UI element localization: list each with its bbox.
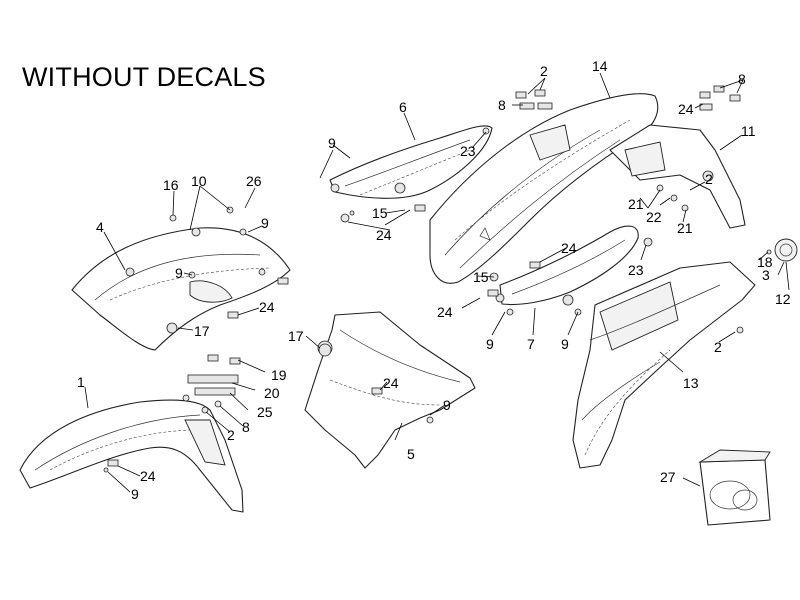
callout-24: 24 [259, 299, 275, 315]
callout-9: 9 [443, 397, 451, 413]
callout-24: 24 [678, 101, 694, 117]
part-6-side-panel [329, 125, 493, 199]
callout-4: 4 [96, 219, 104, 235]
part-11-mud-flap [609, 124, 746, 229]
part-1-front-fender [19, 399, 244, 513]
leader-lines [84, 72, 790, 493]
callout-2: 2 [540, 63, 548, 79]
callout-24: 24 [561, 240, 577, 256]
part-13-rear-fender [572, 261, 756, 469]
callout-25: 25 [257, 404, 273, 420]
callout-9: 9 [328, 135, 336, 151]
callout-16: 16 [163, 177, 179, 193]
callout-24: 24 [140, 468, 156, 484]
callout-8: 8 [242, 419, 250, 435]
callout-8: 8 [738, 71, 746, 87]
part-5-radiator-shroud [304, 311, 476, 469]
callout-27: 27 [660, 469, 676, 485]
callout-1: 1 [77, 374, 85, 390]
callout-21: 21 [677, 220, 693, 236]
part-12-reflector [774, 238, 798, 262]
callout-2: 2 [714, 339, 722, 355]
callout-9: 9 [261, 215, 269, 231]
callout-11: 11 [741, 123, 756, 139]
callout-19: 19 [271, 367, 287, 383]
callout-6: 6 [399, 99, 407, 115]
callout-22: 22 [646, 209, 662, 225]
callout-12: 12 [775, 291, 791, 307]
part-7-side-panel [495, 225, 639, 306]
callout-7: 7 [527, 336, 535, 352]
callout-8: 8 [498, 97, 506, 113]
callout-15: 15 [372, 205, 388, 221]
callout-17: 17 [194, 323, 210, 339]
callout-10: 10 [191, 173, 207, 189]
part-27-decal-kit [698, 449, 771, 526]
part-4-shroud [71, 227, 291, 351]
callout-9: 9 [561, 336, 569, 352]
callout-17: 17 [288, 328, 304, 344]
hardware-bits [103, 85, 772, 473]
callout-23: 23 [460, 143, 476, 159]
callout-labels: 2 8 14 8 24 11 6 9 23 15 24 10 16 26 9 9… [77, 58, 791, 502]
callout-26: 26 [246, 173, 262, 189]
callout-2: 2 [705, 171, 713, 187]
callout-5: 5 [407, 446, 415, 462]
callout-2: 2 [227, 427, 235, 443]
callout-21: 21 [628, 196, 644, 212]
callout-24: 24 [383, 375, 399, 391]
callout-24: 24 [376, 227, 392, 243]
callout-9: 9 [486, 336, 494, 352]
diagram-title: WITHOUT DECALS [22, 62, 266, 92]
callout-14: 14 [592, 58, 608, 74]
callout-15: 15 [473, 269, 489, 285]
callout-9: 9 [131, 486, 139, 502]
callout-23: 23 [628, 262, 644, 278]
callout-3: 3 [762, 267, 770, 283]
callout-24: 24 [437, 304, 453, 320]
callout-20: 20 [264, 385, 280, 401]
callout-18: 18 [757, 254, 773, 270]
callout-9: 9 [175, 265, 183, 281]
callout-13: 13 [683, 375, 699, 391]
